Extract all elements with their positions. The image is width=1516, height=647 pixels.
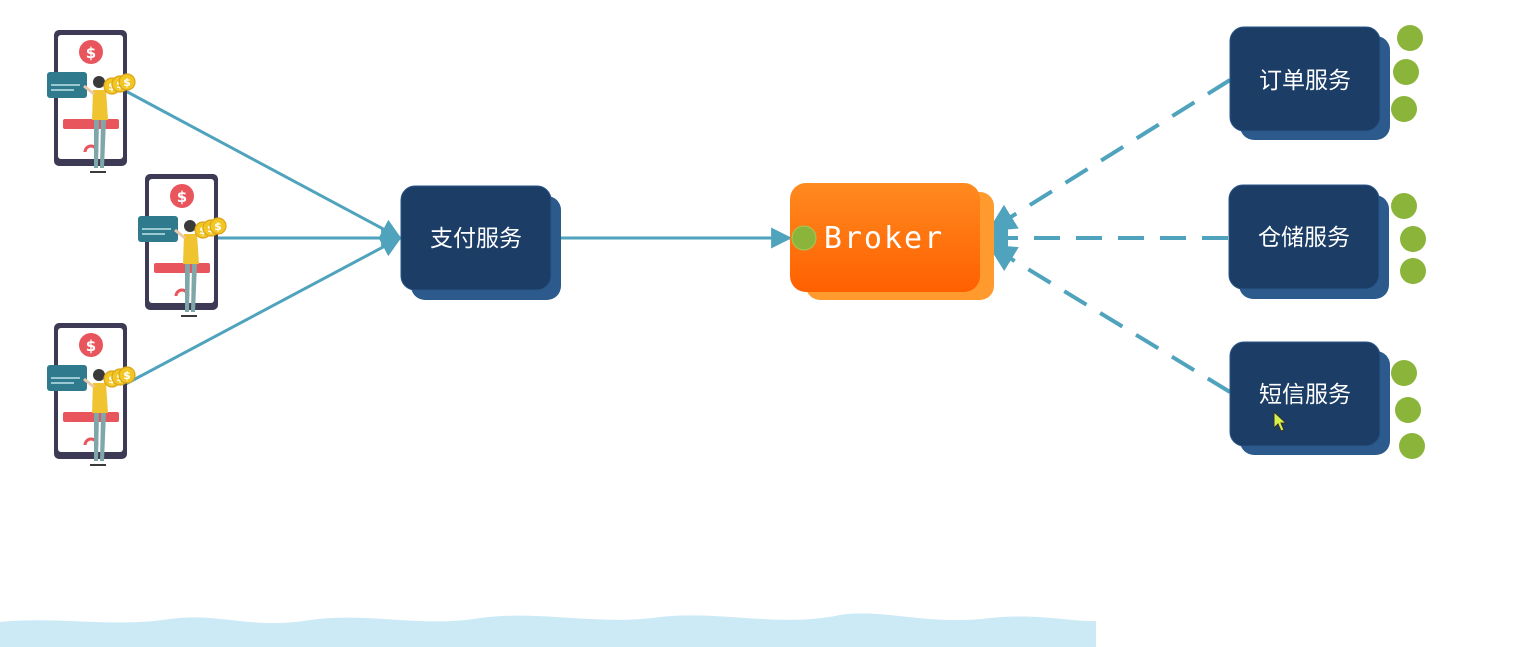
coin-icon <box>118 73 136 91</box>
person-shirt <box>92 90 108 120</box>
connector-phone-3 <box>121 236 402 388</box>
order-service-box <box>1229 26 1381 132</box>
person-shirt <box>183 234 199 264</box>
dollar-badge <box>79 333 103 357</box>
queue-dot <box>1391 193 1417 219</box>
phone-icons: $$$$$$$$$$$$ <box>47 30 227 466</box>
coin-icon <box>209 217 227 235</box>
phone-payment-icon: $$$$ <box>47 30 136 173</box>
broker-label: Broker <box>824 221 944 256</box>
connector-phone-1 <box>119 86 402 240</box>
pay-bar <box>63 119 119 129</box>
phone-connectors <box>119 86 403 388</box>
dollar-symbol: $ <box>86 44 96 62</box>
dollar-badge <box>170 184 194 208</box>
payment-service-box <box>400 185 552 291</box>
connector-sms <box>987 244 1232 394</box>
order-service-node[interactable]: 订单服务 <box>1229 25 1423 140</box>
person-legs <box>185 264 197 312</box>
pay-bar <box>63 412 119 422</box>
broker-queue-dot <box>791 225 817 251</box>
person-arm <box>174 228 186 240</box>
dollar-symbol: $ <box>177 188 187 206</box>
person-legs <box>94 413 106 461</box>
phone-payment-icon: $$$$ <box>138 174 227 317</box>
order-service-label: 订单服务 <box>1259 68 1351 94</box>
person-head <box>93 76 105 88</box>
consumer-connectors <box>980 78 1232 394</box>
person-arm <box>83 377 95 389</box>
person-shirt <box>92 383 108 413</box>
queue-dot <box>1391 96 1417 122</box>
coin-symbol: $ <box>123 369 131 382</box>
person-legs <box>94 120 106 168</box>
sms-service-node[interactable]: 短信服务 <box>1229 341 1425 459</box>
queue-dot <box>1400 226 1426 252</box>
connector-order <box>987 78 1232 232</box>
person-arm <box>83 84 95 96</box>
queue-dot <box>1393 59 1419 85</box>
person-head <box>93 369 105 381</box>
queue-dot <box>1397 25 1423 51</box>
coin-symbol: $ <box>123 76 131 89</box>
dollar-badge <box>79 40 103 64</box>
queue-dot <box>1400 258 1426 284</box>
coin-symbol: $ <box>214 220 222 233</box>
sms-service-box <box>1229 341 1381 447</box>
coin-icon <box>118 366 136 384</box>
broker-node[interactable]: Broker <box>790 183 994 300</box>
payment-service-label: 支付服务 <box>430 226 522 252</box>
queue-dot <box>1395 397 1421 423</box>
pay-bar <box>154 263 210 273</box>
queue-dot <box>1391 360 1417 386</box>
warehouse-service-box <box>1228 184 1380 290</box>
mouse-cursor-icon <box>1273 410 1288 432</box>
ground-strip <box>0 613 1096 647</box>
consumer-service-group: 订单服务 仓储服务 短信服务 <box>1228 25 1426 459</box>
sms-service-label: 短信服务 <box>1259 382 1351 408</box>
warehouse-service-label: 仓储服务 <box>1258 225 1350 251</box>
queue-dot <box>1399 433 1425 459</box>
dollar-symbol: $ <box>86 337 96 355</box>
broker-box <box>790 183 980 292</box>
person-head <box>184 220 196 232</box>
payment-service-node[interactable]: 支付服务 <box>400 185 561 300</box>
warehouse-service-node[interactable]: 仓储服务 <box>1228 184 1426 299</box>
phone-payment-icon: $$$$ <box>47 323 136 466</box>
